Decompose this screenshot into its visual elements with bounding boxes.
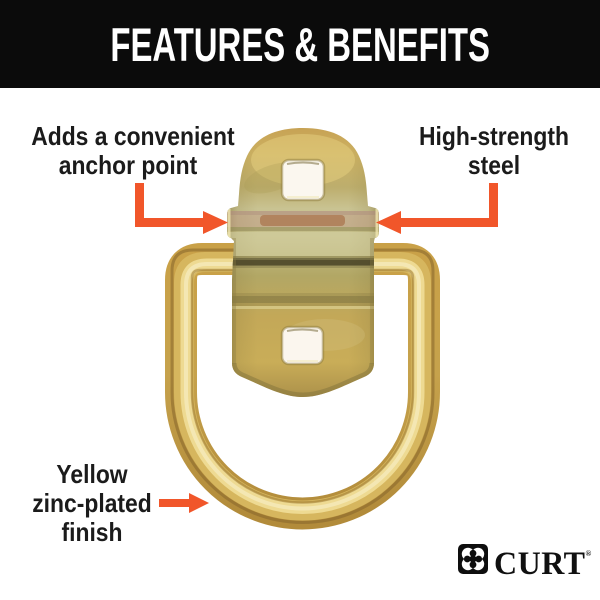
callout-zinc-plated-finish: Yellow zinc-plated finish: [4, 460, 180, 547]
callout-high-strength-steel: High-strength steel: [406, 122, 582, 180]
bracket-hole-top: [280, 158, 326, 202]
callout-anchor-point-line1: Adds a convenient: [31, 121, 235, 151]
registered-trademark-symbol: ®: [585, 548, 592, 558]
curt-logo: CURT®: [458, 543, 594, 580]
callout-finish-line1: Yellow: [56, 459, 128, 489]
bracket-hole-bottom: [280, 325, 325, 366]
callout-finish-line2: zinc-plated: [32, 488, 152, 518]
callout-anchor-point-line2: anchor point: [58, 150, 198, 180]
header-bar: FEATURES & BENEFITS: [0, 0, 600, 88]
mounting-bracket: [227, 128, 379, 397]
curt-wordmark: CURT®: [494, 539, 592, 582]
features-benefits-title: FEATURES & BENEFITS: [110, 17, 490, 71]
callout-anchor-point: Adds a convenient anchor point: [31, 121, 235, 180]
callout-finish-line3: finish: [61, 517, 123, 547]
curt-logo-icon: [458, 543, 488, 574]
callout-steel-line1: High-strength: [419, 121, 569, 151]
callout-steel-line2: steel: [467, 150, 521, 180]
product-image-d-ring: [165, 128, 440, 530]
curt-wordmark-text: CURT: [494, 545, 586, 582]
